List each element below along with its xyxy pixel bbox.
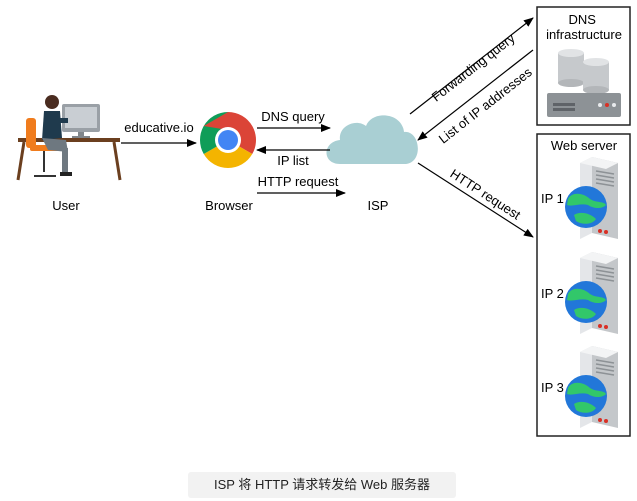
server-rack-icon — [547, 93, 621, 117]
user-label: User — [52, 198, 80, 213]
server-ip-label: IP 1 — [541, 191, 564, 206]
edge-label-http-request-isp: HTTP request — [448, 166, 524, 223]
isp-label: ISP — [368, 198, 389, 213]
edge-label-dns-query: DNS query — [261, 109, 325, 124]
server-unit: IP 3 — [541, 346, 618, 428]
arrow-http-request-isp — [417, 162, 534, 238]
cloud-icon — [326, 115, 418, 164]
edge-label-http-request-browser: HTTP request — [258, 174, 339, 189]
web-server-box — [536, 133, 631, 437]
server-unit: IP 1 — [541, 157, 618, 239]
edge-label-educative: educative.io — [124, 120, 193, 135]
dns-label: DNS infrastructure — [546, 12, 622, 42]
web-server-label: Web server — [551, 138, 618, 153]
browser-icon — [199, 112, 257, 169]
server-ip-label: IP 3 — [541, 380, 564, 395]
arrow-forwarding-query — [409, 17, 534, 115]
arrow-list-of-ip — [417, 49, 534, 141]
server-unit: IP 2 — [541, 252, 618, 334]
dns-infrastructure-box — [536, 6, 631, 126]
browser-label: Browser — [205, 198, 253, 213]
user-icon — [16, 95, 122, 181]
database-icon — [558, 49, 609, 94]
edge-label-ip-list: IP list — [277, 153, 309, 168]
server-ip-label: IP 2 — [541, 286, 564, 301]
figure-caption: ISP 将 HTTP 请求转发给 Web 服务器 — [188, 472, 456, 498]
